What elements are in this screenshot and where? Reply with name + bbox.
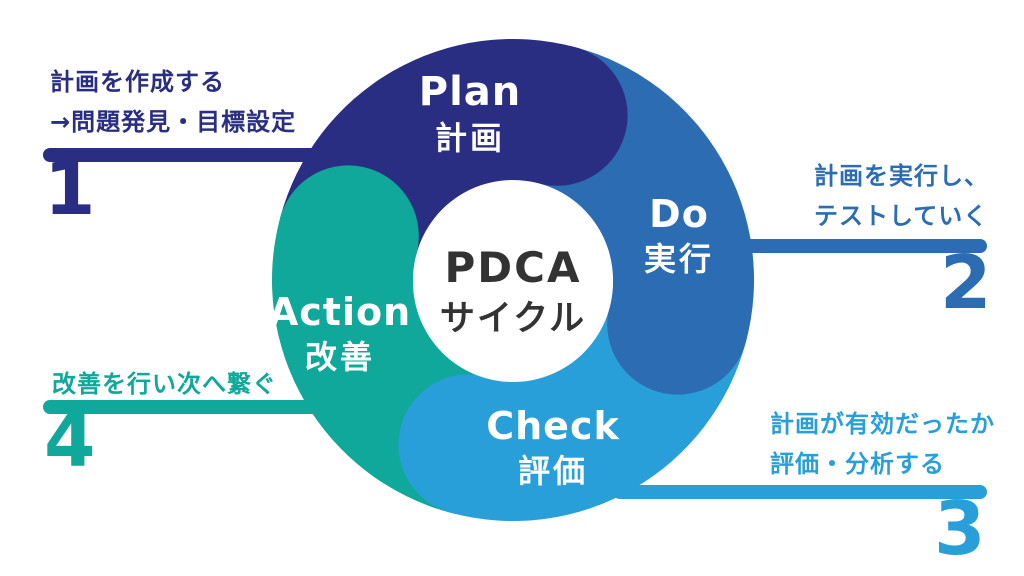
annotation-step1: 計画を作成する →問題発見・目標設定: [50, 62, 296, 142]
step-number-4: 4: [44, 398, 96, 484]
center-title: PDCA サイクル: [440, 247, 586, 337]
annotation-step2-line1: 計画を実行し、: [814, 162, 989, 190]
annotation-step4-line1: 改善を行い次へ繋ぐ: [52, 370, 277, 398]
step-number-2: 2: [940, 240, 992, 326]
plan-label-ja: 計画: [434, 119, 505, 157]
annotation-step3-line2: 評価・分析する: [770, 450, 945, 478]
plan-label: Plan 計画: [419, 72, 522, 154]
annotation-step3-line1: 計画が有効だったか: [770, 410, 995, 438]
action-label: Action 改善: [269, 293, 411, 373]
step-number-1: 1: [44, 146, 96, 232]
annotation-step2: 計画を実行し、 テストしていく: [814, 156, 989, 236]
segment-plan-head: [486, 44, 628, 186]
center-title-ja: サイクル: [439, 299, 587, 339]
action-label-en: Action: [268, 290, 412, 334]
do-label-ja: 実行: [643, 240, 715, 278]
annotation-step3: 計画が有効だったか 評価・分析する: [770, 404, 995, 484]
center-title-en: PDCA: [444, 243, 582, 292]
center-circle: [413, 182, 613, 382]
action-label-ja: 改善: [304, 338, 376, 376]
segment-action-head: [277, 165, 419, 307]
segment-do-head: [607, 253, 749, 395]
step-number-3: 3: [934, 486, 986, 572]
check-label-ja: 評価: [517, 452, 589, 490]
annotation-step4: 改善を行い次へ繋ぐ: [52, 364, 277, 404]
plan-label-en: Plan: [418, 69, 522, 115]
segment-check-head: [398, 374, 540, 516]
check-label-en: Check: [486, 404, 620, 448]
annotation-step1-line2: →問題発見・目標設定: [50, 108, 297, 136]
annotation-step2-line2: テストしていく: [814, 202, 989, 230]
do-label: Do 実行: [644, 195, 714, 275]
check-label: Check 評価: [486, 407, 620, 487]
do-label-en: Do: [649, 192, 709, 236]
annotation-step1-line1: 計画を作成する: [50, 68, 225, 96]
